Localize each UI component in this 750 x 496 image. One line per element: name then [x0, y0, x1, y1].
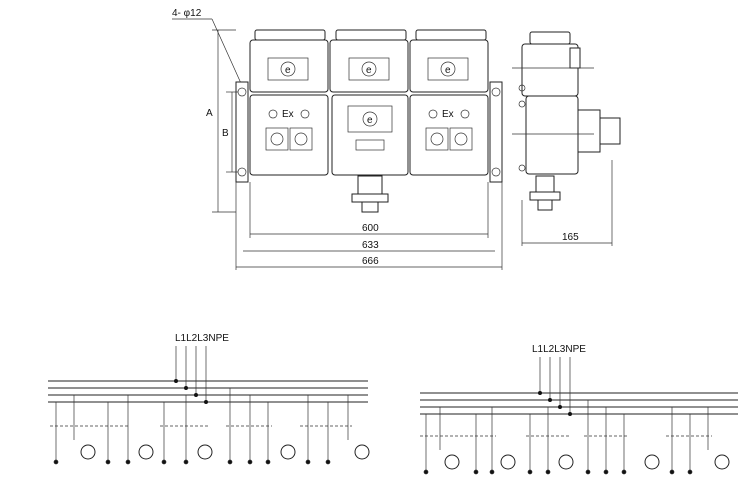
circuit-diagram-left: L1L2L3NPE — [48, 333, 370, 465]
circuit-diagram-right: L1L2L3NPE — [420, 344, 738, 475]
socket-mark-4: e — [367, 115, 373, 126]
front-view: 4- φ12 e e e — [172, 8, 503, 270]
dim-165-label: 165 — [562, 232, 579, 243]
dim-666-label: 666 — [362, 256, 379, 267]
hole-spec-label: 4- φ12 — [172, 8, 202, 19]
right-mounting-rail — [489, 81, 503, 183]
dim-600-label: 600 — [362, 223, 379, 234]
socket-module-center: e — [331, 94, 409, 176]
socket-symbol-9 — [644, 454, 660, 470]
phase-label-left: L1L2L3NPE — [175, 333, 229, 344]
top-module-3: e — [409, 29, 489, 93]
socket-mark-3: e — [445, 65, 451, 76]
socket-symbol-5 — [354, 444, 370, 460]
socket-symbol-4 — [280, 444, 296, 460]
side-view: 165 — [512, 31, 621, 246]
switch-module-right: Ex — [409, 94, 489, 176]
socket-symbol-7 — [500, 454, 516, 470]
dim-b-label: B — [222, 128, 229, 139]
mount-hole-tr — [491, 87, 501, 97]
cable-gland-front — [351, 175, 389, 213]
dim-633-label: 633 — [362, 240, 379, 251]
socket-symbol-2 — [138, 444, 154, 460]
ex-mark-left: Ex — [282, 109, 294, 120]
top-module-1: e — [249, 29, 329, 93]
phase-label-right: L1L2L3NPE — [532, 344, 586, 355]
socket-symbol-1 — [80, 444, 96, 460]
switch-module-left: Ex — [249, 94, 329, 176]
dim-a-label: A — [206, 108, 213, 119]
ex-mark-right: Ex — [442, 109, 454, 120]
socket-mark-2: e — [366, 65, 372, 76]
socket-symbol-10 — [714, 454, 730, 470]
top-module-2: e — [329, 29, 409, 93]
socket-mark-1: e — [285, 65, 291, 76]
socket-symbol-8 — [558, 454, 574, 470]
socket-symbol-3 — [197, 444, 213, 460]
mount-hole-br — [491, 167, 501, 177]
hole-spec-leader-diag — [211, 18, 245, 91]
socket-symbol-6 — [444, 454, 460, 470]
left-mounting-rail — [235, 81, 249, 183]
